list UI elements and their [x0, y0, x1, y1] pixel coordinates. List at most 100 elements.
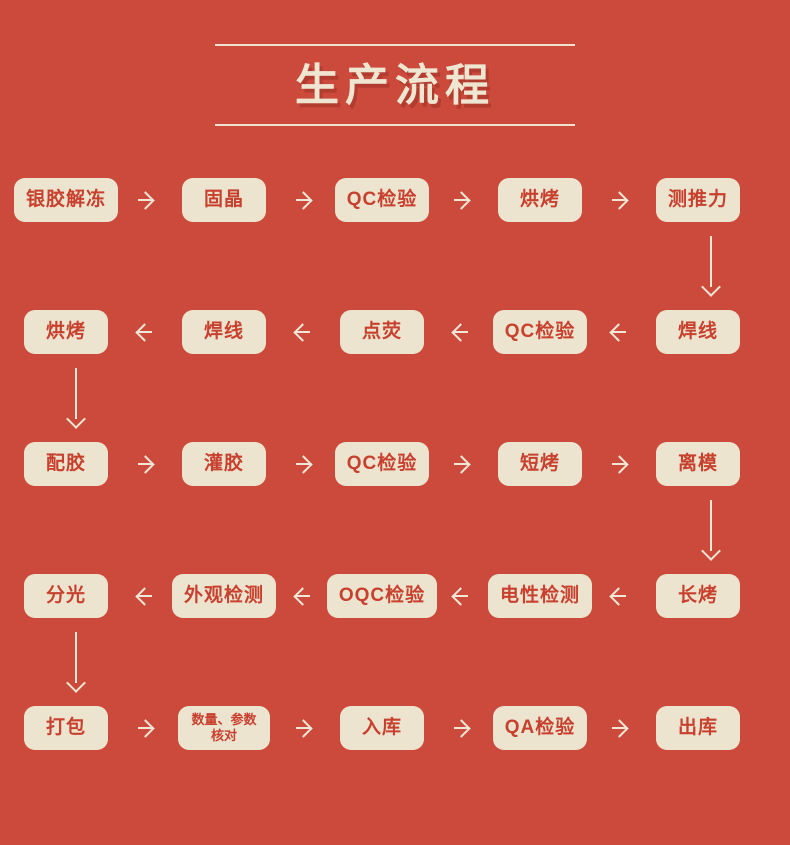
flow-row-5: 打包 数量、参数 核对 入库 QA检验 出库: [0, 706, 790, 750]
arrow-right-icon: [132, 454, 158, 474]
flow-node-cell: 银胶解冻: [0, 178, 132, 222]
flow-node[interactable]: 烘烤: [24, 310, 108, 354]
flow-node[interactable]: 外观检测: [171, 574, 276, 618]
arrow-left-icon: [606, 322, 632, 342]
page-title-block: 生产流程: [0, 44, 790, 126]
flow-node-cell: 打包: [0, 706, 132, 750]
arrow-right-icon: [606, 190, 632, 210]
arrow-right-icon: [448, 190, 474, 210]
arrow-cell: [290, 190, 316, 210]
arrow-cell: [448, 586, 474, 606]
arrow-cell: [448, 190, 474, 210]
flow-row-1: 银胶解冻 固晶 QC检验 烘烤 测推力: [0, 178, 790, 222]
flow-node-cell: 电性检测: [474, 574, 606, 618]
flow-node-cell: 入库: [316, 706, 448, 750]
flow-node[interactable]: QC检验: [492, 310, 588, 354]
flow-node-cell: QA检验: [474, 706, 606, 750]
flow-node-cell: 固晶: [158, 178, 290, 222]
flow-node-cell: QC检验: [474, 310, 606, 354]
arrow-right-icon: [448, 718, 474, 738]
flow-row-2: 烘烤 焊线 点荧 QC检验 焊线: [0, 310, 790, 354]
flow-row-4: 分光 外观检测 OQC检验 电性检测 长烤: [0, 574, 790, 618]
arrow-right-icon: [606, 718, 632, 738]
flow-node[interactable]: 电性检测: [487, 574, 592, 618]
flow-node-cell: 烘烤: [0, 310, 132, 354]
flow-node[interactable]: OQC检验: [326, 574, 438, 618]
arrow-right-icon: [132, 718, 158, 738]
flow-node-cell: 外观检测: [158, 574, 290, 618]
flow-node[interactable]: 点荧: [340, 310, 424, 354]
flow-node[interactable]: 出库: [656, 706, 740, 750]
arrow-right-icon: [606, 454, 632, 474]
arrow-left-icon: [290, 586, 316, 606]
flow-node[interactable]: QA检验: [492, 706, 588, 750]
flow-node[interactable]: 配胶: [24, 442, 108, 486]
arrow-left-icon: [448, 586, 474, 606]
arrow-cell: [606, 718, 632, 738]
flow-node[interactable]: 入库: [340, 706, 424, 750]
arrow-right-icon: [290, 454, 316, 474]
arrow-left-icon: [290, 322, 316, 342]
flow-node-cell: OQC检验: [316, 574, 448, 618]
flow-node-label-line2: 核对: [210, 728, 237, 743]
arrow-cell: [606, 190, 632, 210]
title-rule-bottom: [215, 124, 575, 126]
arrow-cell: [132, 718, 158, 738]
flow-node-cell: QC检验: [316, 178, 448, 222]
flow-node-cell: 出库: [632, 706, 764, 750]
flow-node-cell: 离模: [632, 442, 764, 486]
arrow-right-icon: [132, 190, 158, 210]
flow-node-cell: QC检验: [316, 442, 448, 486]
arrow-left-icon: [132, 322, 158, 342]
arrow-cell: [132, 190, 158, 210]
flow-node[interactable]: 离模: [656, 442, 740, 486]
flow-node-cell: 焊线: [632, 310, 764, 354]
flow-node-cell: 短烤: [474, 442, 606, 486]
arrow-cell: [606, 586, 632, 606]
flow-node-cell: 数量、参数 核对: [158, 706, 290, 750]
arrow-cell: [448, 718, 474, 738]
arrow-down-icon-row2-to-row3: [63, 366, 89, 430]
flow-node-cell: 长烤: [632, 574, 764, 618]
arrow-left-icon: [132, 586, 158, 606]
arrow-down-icon-row1-to-row2: [698, 234, 724, 298]
flow-node[interactable]: QC检验: [334, 178, 430, 222]
flow-node[interactable]: 银胶解冻: [13, 178, 118, 222]
arrow-cell: [606, 322, 632, 342]
flow-node[interactable]: 长烤: [656, 574, 740, 618]
arrow-cell: [132, 586, 158, 606]
arrow-cell: [290, 718, 316, 738]
arrow-down-icon-row4-to-row5: [63, 630, 89, 694]
arrow-cell: [290, 454, 316, 474]
flow-node-cell: 测推力: [632, 178, 764, 222]
flow-node-cell: 灌胶: [158, 442, 290, 486]
arrow-cell: [606, 454, 632, 474]
flow-node[interactable]: 烘烤: [498, 178, 582, 222]
title-rule-top: [215, 44, 575, 46]
flow-node-cell: 焊线: [158, 310, 290, 354]
flow-row-3: 配胶 灌胶 QC检验 短烤 离模: [0, 442, 790, 486]
arrow-right-icon: [290, 190, 316, 210]
flow-node-cell: 烘烤: [474, 178, 606, 222]
flow-node[interactable]: 数量、参数 核对: [178, 706, 270, 750]
flow-node[interactable]: 焊线: [182, 310, 266, 354]
flow-node[interactable]: 短烤: [498, 442, 582, 486]
flow-node-cell: 配胶: [0, 442, 132, 486]
arrow-left-icon: [606, 586, 632, 606]
flow-node[interactable]: 焊线: [656, 310, 740, 354]
flow-node[interactable]: 固晶: [182, 178, 266, 222]
arrow-cell: [448, 454, 474, 474]
arrow-cell: [290, 586, 316, 606]
flow-node-cell: 分光: [0, 574, 132, 618]
arrow-right-icon: [448, 454, 474, 474]
arrow-cell: [448, 322, 474, 342]
flow-node[interactable]: QC检验: [334, 442, 430, 486]
flow-node[interactable]: 打包: [24, 706, 108, 750]
arrow-right-icon: [290, 718, 316, 738]
arrow-left-icon: [448, 322, 474, 342]
flow-node[interactable]: 灌胶: [182, 442, 266, 486]
flow-node[interactable]: 分光: [24, 574, 108, 618]
arrow-cell: [290, 322, 316, 342]
flow-node[interactable]: 测推力: [655, 178, 740, 222]
